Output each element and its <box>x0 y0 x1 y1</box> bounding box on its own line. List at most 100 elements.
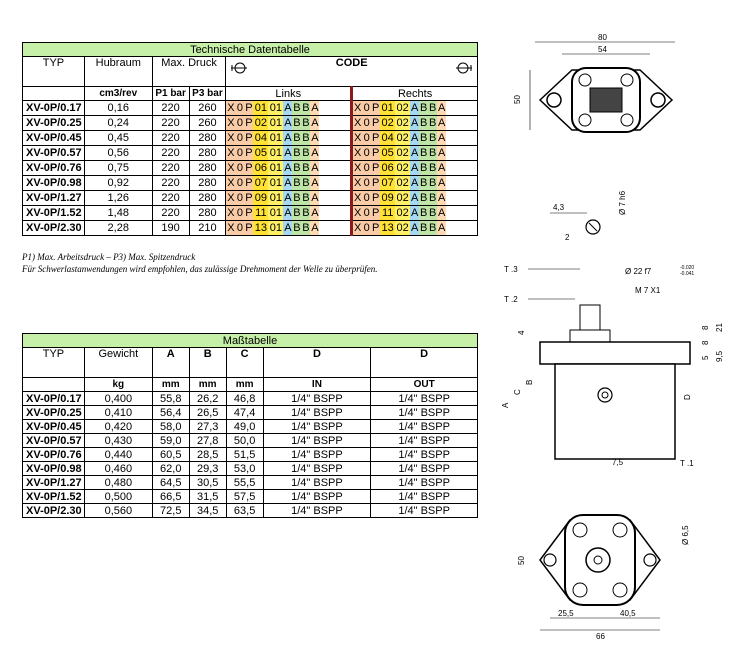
cell-c: 46,8 <box>225 391 264 406</box>
cell-p1: 190 <box>151 220 190 236</box>
shaft-detail-drawing: 4,3 Ø 7 h6 2 <box>550 190 627 242</box>
dim-d: D <box>683 394 692 400</box>
cell-hubraum: 2,28 <box>83 220 153 236</box>
code-char: P <box>244 116 254 130</box>
cell-typ: XV-0P/0.25 <box>22 115 85 131</box>
code-char: B <box>292 101 302 115</box>
code-char: A <box>283 101 293 115</box>
code-char: 0 <box>235 116 245 130</box>
cell-hubraum: 1,48 <box>83 205 153 221</box>
code-char: 13 <box>253 221 269 235</box>
cell-d-out: 1/4" BSPP <box>370 433 478 448</box>
dim-50-top: 50 <box>513 95 522 104</box>
code-char: 0 <box>235 221 245 235</box>
cell-d-in: 1/4" BSPP <box>262 461 372 476</box>
code-char: X <box>353 191 363 205</box>
unit-b: mm <box>188 377 227 392</box>
cell-d-in: 1/4" BSPP <box>262 447 372 462</box>
code-char: B <box>428 131 438 145</box>
cell-gewicht: 0,410 <box>83 405 153 420</box>
code-char: P <box>244 176 254 190</box>
code-char: 02 <box>253 116 269 130</box>
code-char: P <box>244 131 254 145</box>
tol-upper: -0.020 <box>680 265 694 271</box>
code-char: 01 <box>268 146 284 160</box>
code-char: A <box>437 191 447 205</box>
code-char: B <box>301 131 311 145</box>
code-char: X <box>353 176 363 190</box>
code-char: 07 <box>380 176 396 190</box>
cell-b: 26,2 <box>188 391 227 406</box>
code-char: A <box>410 161 420 175</box>
cell-p3: 280 <box>188 160 227 176</box>
code-char: B <box>292 176 302 190</box>
cell-p1: 220 <box>151 175 190 191</box>
code-char: 0 <box>235 131 245 145</box>
code-char: B <box>428 176 438 190</box>
code-char: B <box>428 101 438 115</box>
cell-d-in: 1/4" BSPP <box>262 475 372 490</box>
cell-c: 55,5 <box>225 475 264 490</box>
code-char: P <box>371 221 381 235</box>
code-char: X <box>226 206 236 220</box>
cell-d-in: 1/4" BSPP <box>262 405 372 420</box>
code-char: B <box>419 221 429 235</box>
code-char: A <box>310 101 320 115</box>
code-char: A <box>437 146 447 160</box>
code-char: B <box>292 161 302 175</box>
cell-d-out: 1/4" BSPP <box>370 503 478 518</box>
code-char: B <box>292 206 302 220</box>
cell-gewicht: 0,480 <box>83 475 153 490</box>
cell-d-out: 1/4" BSPP <box>370 475 478 490</box>
cell-b: 27,3 <box>188 419 227 434</box>
code-char: B <box>419 101 429 115</box>
cell-c: 50,0 <box>225 433 264 448</box>
code-char: X <box>353 131 363 145</box>
cell-hubraum: 0,75 <box>83 160 153 176</box>
code-char: P <box>244 206 254 220</box>
code-char: 01 <box>380 101 396 115</box>
cell-d-out: 1/4" BSPP <box>370 461 478 476</box>
cell-typ: XV-0P/0.17 <box>22 391 85 406</box>
code-char: 02 <box>395 131 411 145</box>
code-char: X <box>226 176 236 190</box>
cell-a: 60,5 <box>151 447 190 462</box>
code-char: 0 <box>362 116 372 130</box>
code-char: P <box>371 131 381 145</box>
code-char: A <box>437 221 447 235</box>
code-char: A <box>283 191 293 205</box>
code-char: 0 <box>235 191 245 205</box>
code-char: A <box>437 206 447 220</box>
code-char: P <box>371 101 381 115</box>
code-char: X <box>226 221 236 235</box>
code-char: 06 <box>253 161 269 175</box>
header-typ: TYP <box>22 56 85 87</box>
cell-typ: XV-0P/0.76 <box>22 447 85 462</box>
code-char: 11 <box>253 206 269 220</box>
cell-typ: XV-0P/0.98 <box>22 175 85 191</box>
code-char: A <box>310 221 320 235</box>
code-char: A <box>410 131 420 145</box>
code-char: 0 <box>362 101 372 115</box>
cell-hubraum: 1,26 <box>83 190 153 206</box>
code-char: 02 <box>395 161 411 175</box>
cell-a: 59,0 <box>151 433 190 448</box>
code-char: X <box>226 146 236 160</box>
code-char: A <box>310 131 320 145</box>
code-char: A <box>283 116 293 130</box>
cell-b: 28,5 <box>188 447 227 462</box>
cell-typ: XV-0P/2.30 <box>22 220 85 236</box>
cell-a: 58,0 <box>151 419 190 434</box>
rotation-right-icon <box>456 62 472 74</box>
code-char: X <box>226 101 236 115</box>
port-t1-label: T .1 <box>680 459 694 468</box>
cell-p3: 260 <box>188 100 227 116</box>
cell-p3: 280 <box>188 190 227 206</box>
code-char: X <box>226 161 236 175</box>
